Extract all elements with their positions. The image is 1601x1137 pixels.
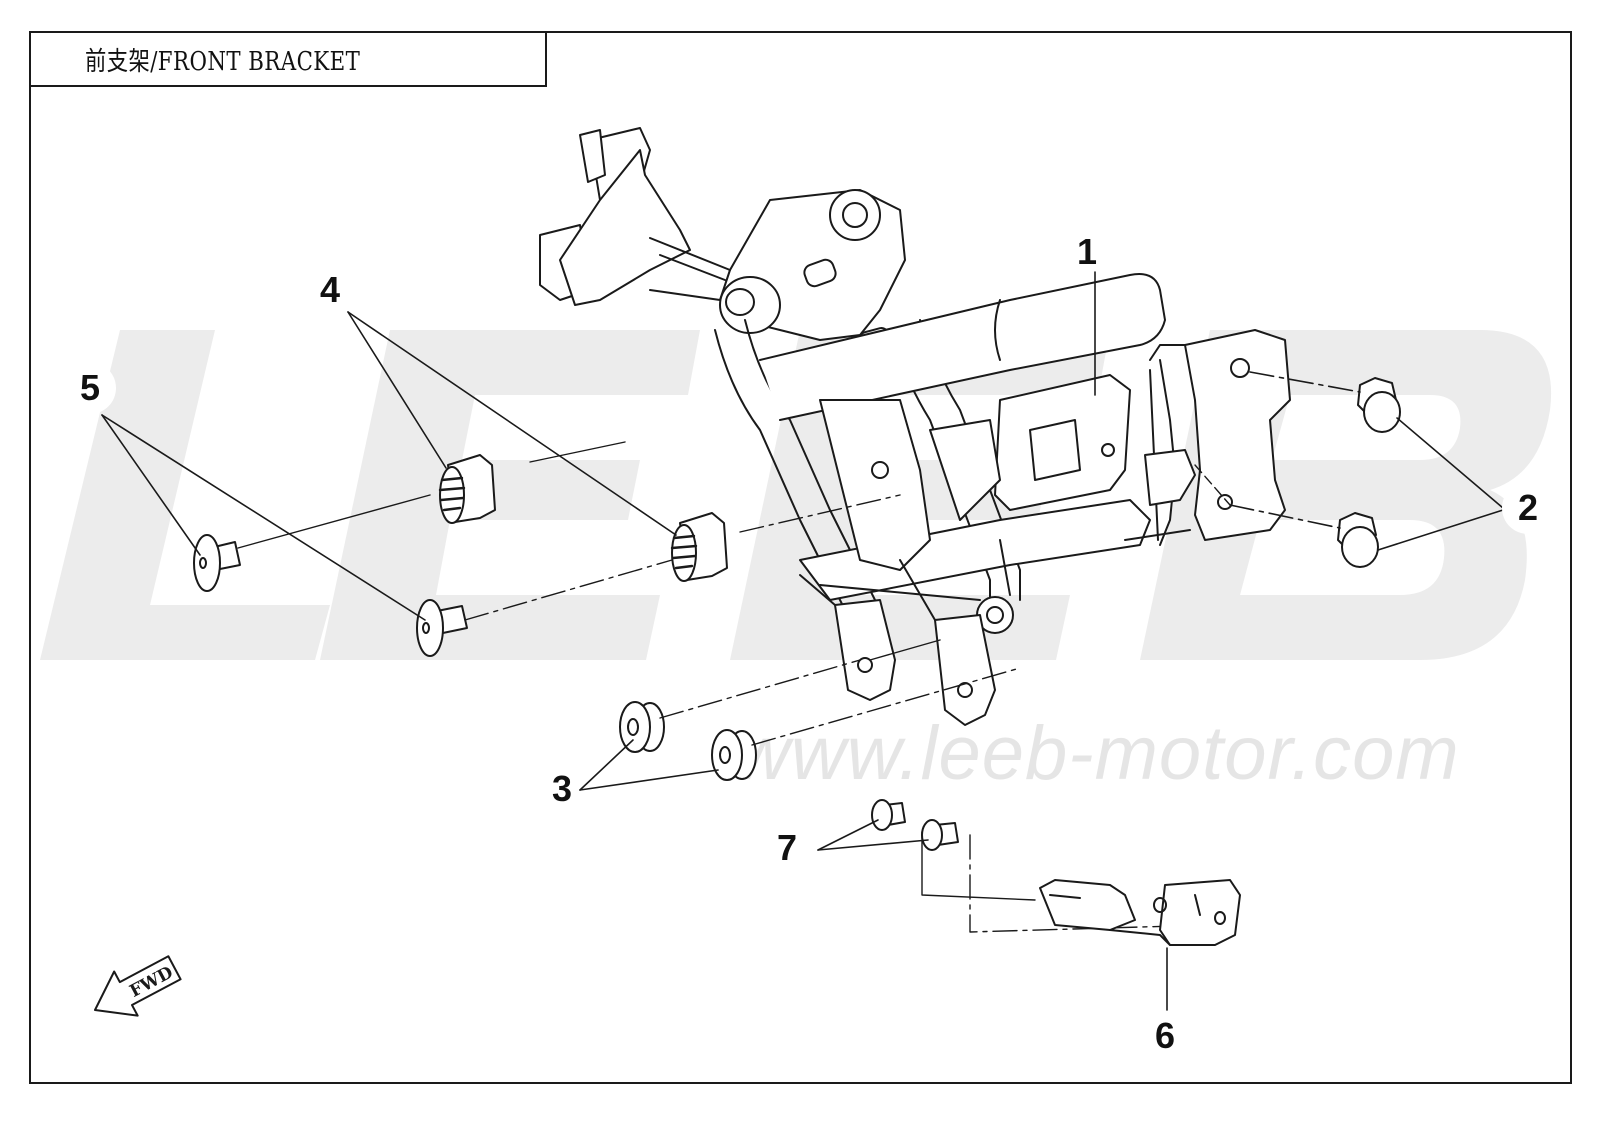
page-title: 前支架/FRONT BRACKET (85, 46, 361, 77)
grommet-left (619, 701, 665, 753)
callout-5: 5 (64, 362, 116, 414)
callout-4: 4 (320, 269, 341, 310)
small-bolt-right (921, 819, 959, 851)
bolt-lower (1337, 512, 1379, 568)
small-bolt-left (871, 799, 906, 831)
small-bracket (1039, 879, 1241, 946)
fwd-arrow-icon: FWD (94, 955, 182, 1017)
callout-7: 7 (777, 827, 798, 868)
title-box: 前支架/FRONT BRACKET (29, 31, 547, 87)
callout-2: 2 (1502, 482, 1554, 534)
damper-lower (670, 512, 728, 582)
collar-upper (193, 534, 241, 592)
website-watermark: www.leeb-motor.com (735, 711, 1460, 796)
collar-lower (416, 599, 468, 657)
callout-6: 6 (1155, 1015, 1176, 1056)
callout-1: 1 (1077, 231, 1098, 272)
bolt-upper (1357, 377, 1401, 433)
callout-3: 3 (552, 768, 573, 809)
drawing-frame (29, 31, 1572, 1084)
front-bracket-frame (539, 127, 1291, 726)
grommet-right (711, 729, 757, 781)
damper-upper (438, 454, 496, 524)
